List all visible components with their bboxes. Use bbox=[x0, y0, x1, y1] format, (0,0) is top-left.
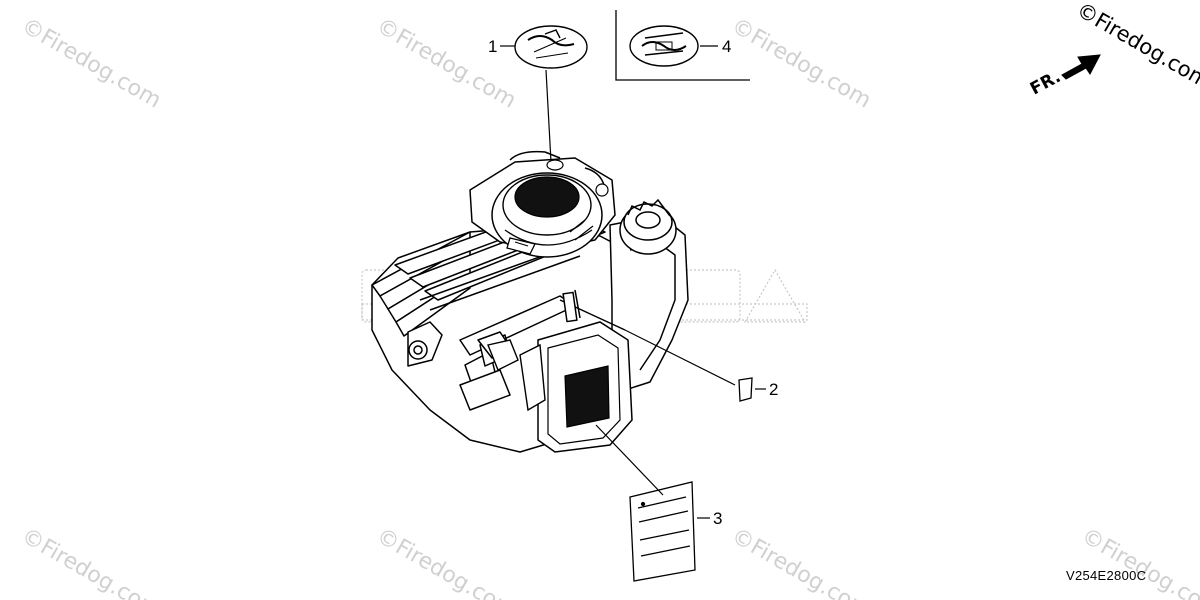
fuel-cap bbox=[619, 198, 677, 255]
watermark: ©Firedog.com bbox=[372, 524, 520, 600]
recoil-starter bbox=[491, 159, 609, 258]
callout-4: 4 bbox=[722, 37, 731, 56]
leader-line-1-to-engine bbox=[545, 69, 552, 163]
part-2-small-label bbox=[738, 377, 753, 402]
watermark: ©Firedog.com bbox=[1077, 524, 1200, 600]
drawing-code: V254E2800C bbox=[1066, 568, 1147, 583]
part4-bracket bbox=[615, 10, 750, 81]
watermark: ©Firedog.com bbox=[727, 14, 875, 114]
part-3-caution-label bbox=[629, 481, 696, 582]
leader-line-2-to-engine bbox=[624, 329, 736, 386]
callout-1: 1 bbox=[488, 37, 497, 56]
watermark: ©Firedog.com bbox=[17, 14, 165, 114]
front-direction-indicator: FR. bbox=[1027, 54, 1101, 99]
direction-label: FR. bbox=[1027, 67, 1064, 99]
air-cleaner bbox=[487, 321, 633, 453]
direction-arrow-icon bbox=[1061, 54, 1101, 80]
part-4-emblem-decal bbox=[629, 25, 699, 67]
corner-copyright: ©Firedog.com bbox=[1073, 0, 1200, 93]
leader-line-3-to-engine bbox=[595, 424, 664, 496]
callout-2: 2 bbox=[769, 380, 778, 399]
watermark: ©Firedog.com bbox=[727, 524, 875, 600]
callout-3: 3 bbox=[713, 509, 722, 528]
watermark: ©Firedog.com bbox=[372, 14, 520, 114]
watermark: ©Firedog.com bbox=[17, 524, 165, 600]
part-1-emblem-decal bbox=[514, 25, 588, 69]
